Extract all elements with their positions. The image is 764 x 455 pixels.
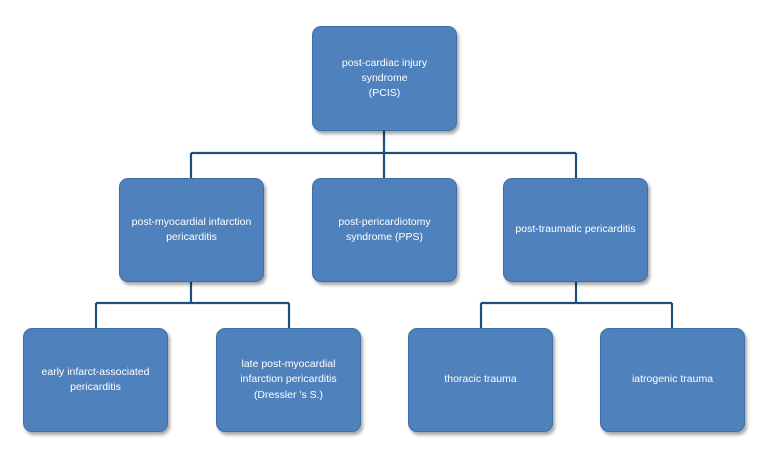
node-thoracic-trauma-label: thoracic trauma <box>444 373 517 386</box>
node-post-pericardiotomy-syndrome: post-pericardiotomy syndrome (PPS) <box>312 178 457 282</box>
node-post-traumatic-pericarditis: post-traumatic pericarditis <box>503 178 648 282</box>
node-post-mi-pericarditis: post-myocardial infarction pericarditis <box>119 178 264 282</box>
node-late-post-mi-pericarditis-label: late post-myocardial infarction pericard… <box>240 358 337 401</box>
node-post-traumatic-pericarditis-label: post-traumatic pericarditis <box>515 223 636 236</box>
node-pcis: post-cardiac injury syndrome (PCIS) <box>312 26 457 131</box>
node-late-post-mi-pericarditis: late post-myocardial infarction pericard… <box>216 328 361 432</box>
node-post-mi-pericarditis-label: post-myocardial infarction pericarditis <box>131 215 252 243</box>
node-iatrogenic-trauma-label: iatrogenic trauma <box>631 373 714 386</box>
node-iatrogenic-trauma: iatrogenic trauma <box>600 328 745 432</box>
node-early-infarct-pericarditis: early infarct-associated pericarditis <box>23 328 168 432</box>
node-post-pericardiotomy-syndrome-label: post-pericardiotomy syndrome (PPS) <box>338 215 431 243</box>
node-early-infarct-pericarditis-label: early infarct-associated pericarditis <box>41 365 150 393</box>
node-thoracic-trauma: thoracic trauma <box>408 328 553 432</box>
node-pcis-label: post-cardiac injury syndrome (PCIS) <box>341 56 428 100</box>
